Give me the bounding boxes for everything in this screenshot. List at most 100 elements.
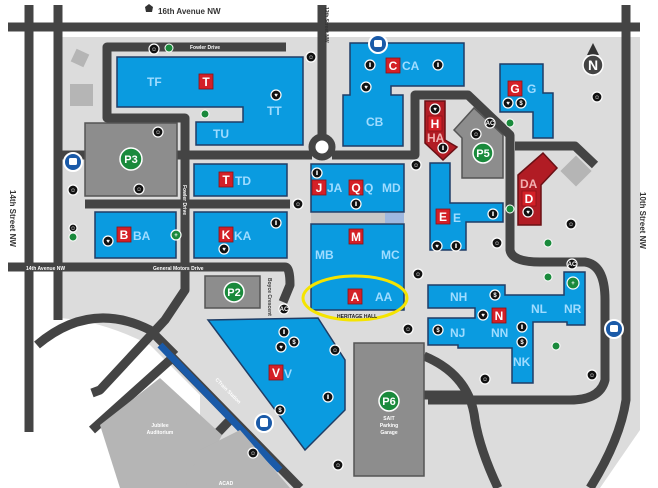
- svg-text:‖: ‖: [442, 146, 445, 152]
- badge-v: V: [268, 364, 284, 381]
- health-icon: ♥: [477, 309, 489, 321]
- svg-text:☺: ☺: [473, 132, 479, 138]
- code-v: V: [284, 367, 292, 381]
- badge-t: T: [198, 73, 214, 90]
- health-icon: ♥: [431, 240, 443, 252]
- svg-text:☺: ☺: [308, 55, 314, 61]
- accessibility-icon: ☺: [152, 126, 164, 138]
- svg-text:☺: ☺: [151, 47, 157, 53]
- svg-text:☺: ☺: [70, 188, 76, 194]
- svg-text:C: C: [389, 59, 398, 73]
- svg-text:☺: ☺: [70, 226, 76, 232]
- code-tu: TU: [213, 127, 229, 141]
- heritage-hall-label: HERITAGE HALL: [337, 314, 377, 320]
- svg-text:+: +: [174, 233, 178, 239]
- svg-text:‖: ‖: [275, 221, 278, 227]
- svg-text:P5: P5: [476, 148, 489, 160]
- svg-text:☺: ☺: [250, 451, 256, 457]
- svg-text:J: J: [316, 181, 323, 195]
- north-arrow: N: [582, 43, 604, 76]
- building-n[interactable]: [427, 271, 586, 384]
- svg-text:K: K: [222, 228, 231, 242]
- code-e: E: [453, 211, 461, 225]
- street-boyce-crescent: Boyce Crescent: [266, 278, 272, 316]
- svg-text:‖: ‖: [521, 325, 524, 331]
- building-e[interactable]: [429, 162, 504, 251]
- code-mb: MB: [315, 248, 334, 262]
- jubilee-label: Auditorium: [147, 430, 174, 436]
- svg-text:‖: ‖: [283, 330, 286, 336]
- acad-building: [185, 430, 290, 488]
- health-icon: ♥: [360, 81, 372, 93]
- svg-text:♥: ♥: [364, 85, 368, 91]
- ac-icon: AC: [278, 303, 290, 315]
- atm-icon: $: [515, 97, 527, 109]
- health-icon: ♥: [102, 235, 114, 247]
- svg-text:♥: ♥: [435, 244, 439, 250]
- svg-text:♥: ♥: [506, 101, 510, 107]
- svg-text:☺: ☺: [589, 373, 595, 379]
- road-east-spur: [515, 141, 599, 169]
- svg-text:$: $: [436, 328, 440, 334]
- restaurant-icon: ‖: [516, 321, 528, 333]
- building-ba[interactable]: [94, 211, 177, 259]
- parking-p6: P6: [378, 390, 400, 412]
- restaurant-icon: ‖: [437, 142, 449, 154]
- bus-stop-icon: [63, 152, 83, 172]
- accessibility-icon: ☺: [292, 198, 304, 210]
- svg-text:‖: ‖: [327, 395, 330, 401]
- building-t[interactable]: [116, 56, 304, 146]
- badge-a: A: [347, 288, 363, 305]
- train-icon: [254, 413, 274, 433]
- svg-text:AC: AC: [486, 121, 495, 127]
- building-ka[interactable]: [193, 211, 288, 259]
- code-nj: NJ: [450, 326, 465, 340]
- badge-n: N: [491, 307, 507, 324]
- svg-text:H: H: [431, 117, 440, 131]
- svg-text:☺: ☺: [295, 202, 301, 208]
- accessibility-icon: ☺: [148, 43, 160, 55]
- jubilee-label: Jubilee: [151, 423, 168, 429]
- restaurant-icon: ‖: [364, 59, 376, 71]
- svg-text:P2: P2: [227, 287, 240, 299]
- building-v[interactable]: [206, 317, 346, 452]
- badge-q: Q: [348, 179, 364, 196]
- jubilee-auditorium: [100, 378, 222, 488]
- code-nh: NH: [450, 290, 467, 304]
- street-general-motors: General Motors Drive: [153, 266, 204, 272]
- street-14th-street: 14th Street NW: [8, 190, 17, 247]
- svg-text:☺: ☺: [405, 327, 411, 333]
- atm-icon: $: [489, 289, 501, 301]
- accessibility-icon: ☺: [479, 373, 491, 385]
- atm-icon: $: [432, 324, 444, 336]
- badge-h: H: [427, 115, 443, 132]
- restaurant-icon: ‖: [278, 326, 290, 338]
- svg-text:AC: AC: [568, 262, 577, 268]
- building-td[interactable]: [193, 163, 288, 197]
- svg-text:G: G: [510, 82, 519, 96]
- code-cb: CB: [366, 115, 384, 129]
- svg-text:‖: ‖: [492, 212, 495, 218]
- ac-icon: AC: [484, 117, 496, 129]
- garage-label: SAIT: [383, 416, 394, 422]
- svg-text:$: $: [292, 340, 296, 346]
- svg-text:♥: ♥: [106, 239, 110, 245]
- svg-text:♥: ♥: [222, 247, 226, 253]
- svg-text:N: N: [588, 57, 598, 73]
- svg-text:+: +: [571, 281, 575, 287]
- ac-icon: AC: [566, 258, 578, 270]
- code-tf: TF: [147, 75, 162, 89]
- svg-text:$: $: [278, 408, 282, 414]
- accessibility-icon: ☺: [67, 184, 79, 196]
- health-icon: ♥: [429, 103, 441, 115]
- svg-text:‖: ‖: [455, 244, 458, 250]
- walkway: [311, 213, 404, 223]
- code-nn: NN: [491, 326, 508, 340]
- parking-p2: P2: [223, 281, 245, 303]
- badge-t: T: [218, 171, 234, 188]
- roundabout: [308, 133, 336, 161]
- parking-p3: P3: [119, 147, 143, 171]
- svg-text:D: D: [525, 192, 534, 206]
- road-general-motors: [8, 262, 295, 304]
